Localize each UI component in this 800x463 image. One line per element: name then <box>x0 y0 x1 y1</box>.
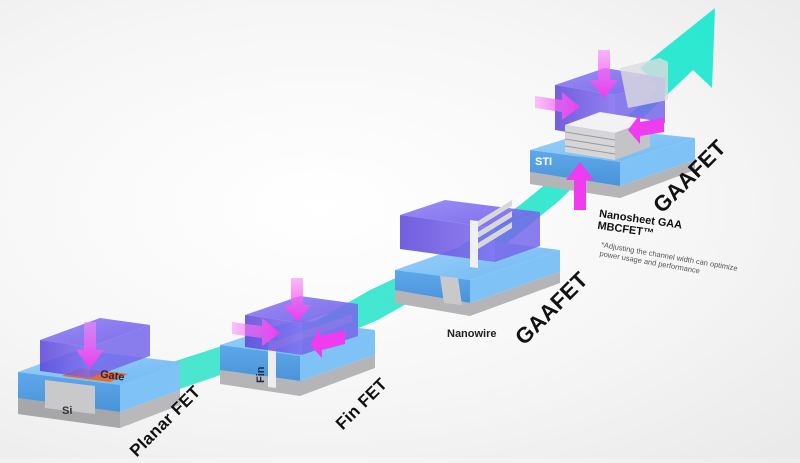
nanosheet-gaafet-device <box>530 50 695 210</box>
force-arrow-down <box>590 50 618 98</box>
force-arrow-down <box>283 278 311 322</box>
force-arrow-right <box>310 328 345 358</box>
planar-fet-device <box>18 318 180 428</box>
force-arrow-left <box>535 92 580 120</box>
force-arrow-down <box>76 322 104 368</box>
nanowire-label: Nanowire <box>447 328 497 340</box>
sti-label: STI <box>535 156 553 168</box>
si-label: Si <box>62 405 73 417</box>
fin-fet-device <box>220 278 375 396</box>
force-arrow-up <box>566 162 594 210</box>
force-arrow-right <box>628 114 664 144</box>
force-arrow-left <box>232 318 280 346</box>
nanowire-gaafet-device <box>395 200 560 316</box>
fin-label: Fin <box>255 366 267 384</box>
